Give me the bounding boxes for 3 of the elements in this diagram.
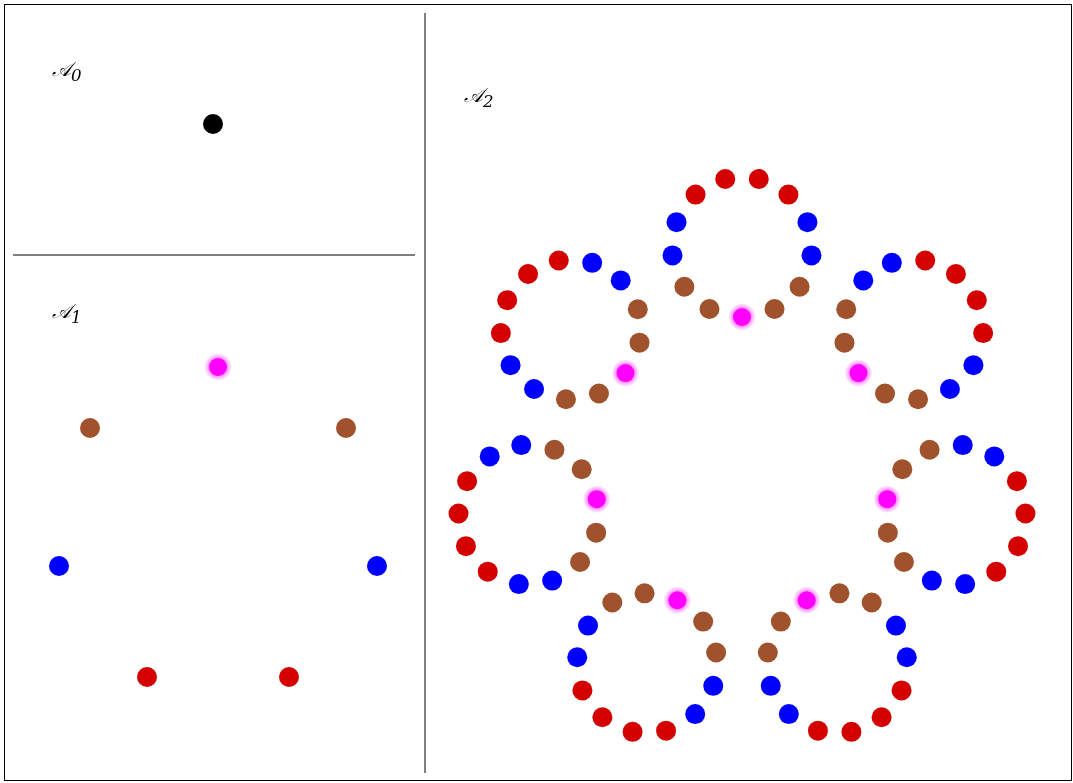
- panel-label: 𝒜$_{2}$: [464, 84, 494, 113]
- panel-label: 𝒜$_{0}$: [52, 58, 82, 87]
- panel-label: 𝒜$_{1}$: [52, 300, 82, 329]
